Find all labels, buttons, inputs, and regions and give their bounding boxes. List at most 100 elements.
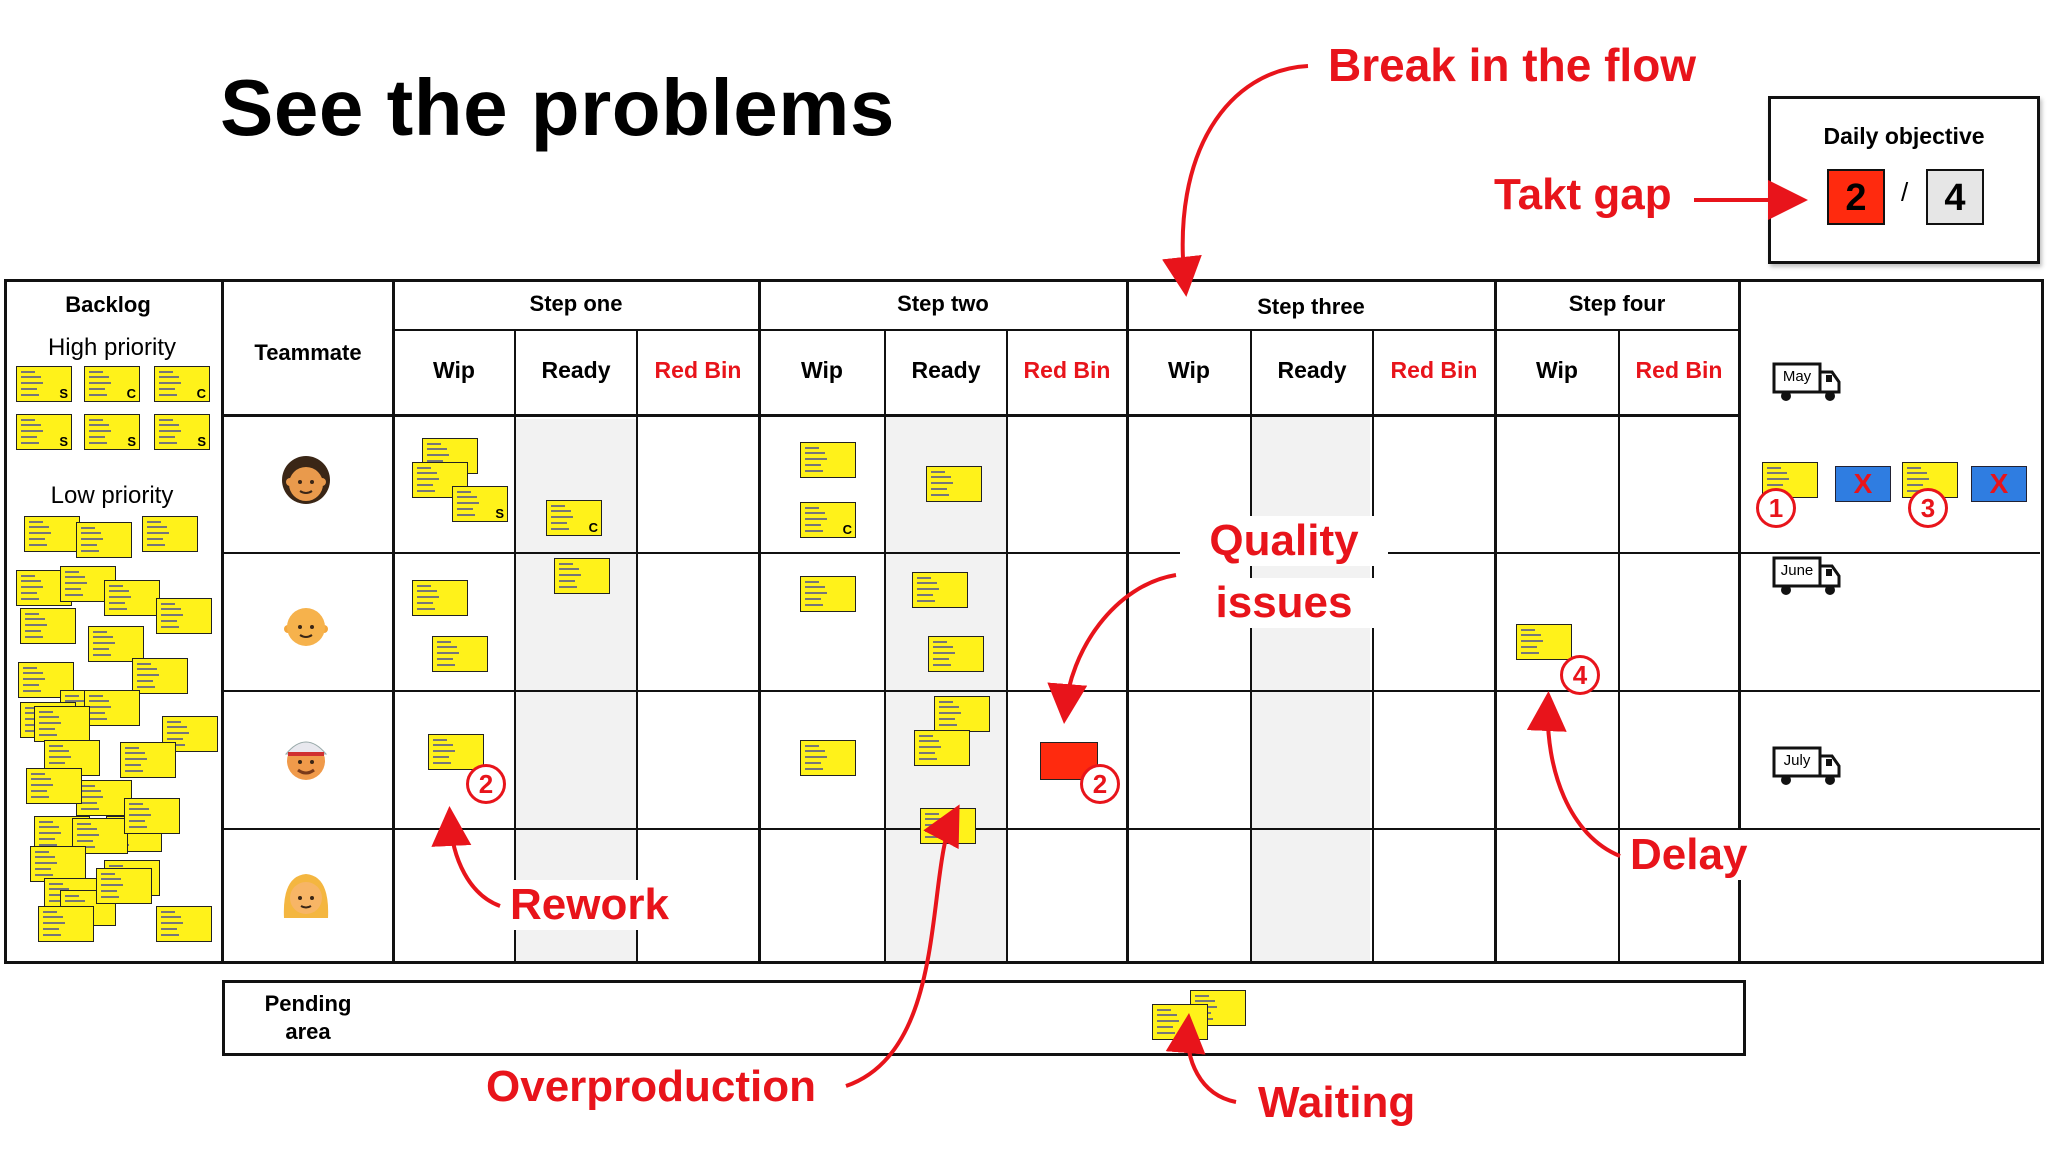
task-card[interactable]: [84, 690, 140, 726]
task-card[interactable]: [120, 742, 176, 778]
card-text-line: [39, 711, 53, 713]
card-text-line: [433, 744, 453, 746]
card-text-line: [35, 868, 51, 870]
task-card[interactable]: [800, 576, 856, 612]
card-text-line: [43, 934, 61, 936]
task-card[interactable]: [72, 818, 128, 854]
card-text-line: [89, 718, 107, 720]
task-card[interactable]: [162, 716, 218, 752]
card-text-line: [437, 646, 457, 648]
step-three-wip: Wip: [1168, 357, 1210, 383]
break-in-flow-label: Break in the flow: [1328, 39, 1697, 91]
task-card[interactable]: [88, 626, 144, 662]
divider: [1740, 552, 2040, 554]
task-card[interactable]: [554, 558, 610, 594]
card-text-line: [433, 750, 455, 752]
divider: [884, 330, 886, 962]
task-card[interactable]: [34, 706, 90, 742]
card-text-line: [159, 382, 181, 384]
card-text-line: [77, 840, 93, 842]
card-text-line: [109, 596, 131, 598]
task-card[interactable]: [76, 780, 132, 816]
card-text-line: [417, 585, 431, 587]
task-card[interactable]: [132, 658, 188, 694]
card-text-line: [433, 762, 451, 764]
card-text-line: [159, 394, 177, 396]
task-card[interactable]: [800, 740, 856, 776]
task-card[interactable]: [38, 906, 94, 942]
card-text-line: [939, 706, 959, 708]
task-card[interactable]: [432, 636, 488, 672]
task-card[interactable]: S: [154, 414, 210, 450]
task-card[interactable]: [914, 730, 970, 766]
quality-issues-label-2: issues: [1180, 578, 1388, 628]
task-card[interactable]: [156, 906, 212, 942]
task-card[interactable]: C: [154, 366, 210, 402]
card-text-line: [81, 544, 97, 546]
card-text-line: [35, 874, 53, 876]
rework-arrow: [431, 806, 501, 908]
task-card[interactable]: C: [546, 500, 602, 536]
card-text-line: [49, 750, 69, 752]
card-text-line: [23, 690, 41, 692]
task-card[interactable]: [26, 768, 82, 804]
card-text-line: [21, 430, 43, 432]
task-card[interactable]: [142, 516, 198, 552]
step-three-red-bin: Red Bin: [1390, 357, 1478, 383]
card-text-line: [159, 376, 179, 378]
card-text-line: [167, 738, 183, 740]
task-card[interactable]: [124, 798, 180, 834]
task-card[interactable]: [934, 696, 990, 732]
card-text-line: [25, 724, 41, 726]
card-text-line: [129, 808, 149, 810]
card-text-line: [125, 752, 145, 754]
divider: [1494, 279, 1497, 964]
card-text-line: [919, 740, 939, 742]
card-text-line: [21, 382, 43, 384]
card-text-line: [129, 826, 147, 828]
high-priority-label: High priority: [47, 334, 177, 361]
card-text-line: [89, 695, 103, 697]
card-text-line: [1195, 1000, 1215, 1002]
card-text-line: [147, 532, 169, 534]
task-card[interactable]: C: [800, 502, 856, 538]
task-card[interactable]: [30, 846, 86, 882]
card-text-line: [109, 608, 127, 610]
task-card[interactable]: [104, 580, 160, 616]
card-text-line: [917, 594, 933, 596]
task-card[interactable]: [926, 466, 982, 502]
card-text-line: [137, 686, 155, 688]
task-card[interactable]: [800, 442, 856, 478]
card-text-line: [81, 790, 101, 792]
task-card[interactable]: S: [16, 414, 72, 450]
card-text-line: [437, 664, 455, 666]
divider: [221, 414, 1738, 417]
card-text-line: [65, 576, 85, 578]
task-card[interactable]: [928, 636, 984, 672]
task-card[interactable]: [156, 598, 212, 634]
cancelled-card[interactable]: X: [1971, 466, 2027, 502]
task-card[interactable]: S: [84, 414, 140, 450]
task-card[interactable]: [96, 868, 152, 904]
task-card[interactable]: S: [16, 366, 72, 402]
card-text-line: [21, 371, 35, 373]
task-card[interactable]: [1516, 624, 1572, 660]
card-text-line: [159, 388, 175, 390]
low-priority-label: Low priority: [50, 482, 174, 509]
card-text-line: [417, 596, 439, 598]
card-text-line: [933, 664, 951, 666]
task-card[interactable]: [20, 608, 76, 644]
card-text-line: [417, 467, 431, 469]
card-text-line: [1521, 629, 1535, 631]
task-card[interactable]: [412, 580, 468, 616]
task-card[interactable]: S: [452, 486, 508, 522]
task-card[interactable]: [24, 516, 80, 552]
task-card[interactable]: C: [84, 366, 140, 402]
task-card[interactable]: [428, 734, 484, 770]
step-four-wip: Wip: [1536, 357, 1578, 383]
cancelled-card[interactable]: X: [1835, 466, 1891, 502]
task-card[interactable]: [912, 572, 968, 608]
task-card[interactable]: [412, 462, 468, 498]
divider: [758, 279, 761, 964]
task-card[interactable]: [76, 522, 132, 558]
